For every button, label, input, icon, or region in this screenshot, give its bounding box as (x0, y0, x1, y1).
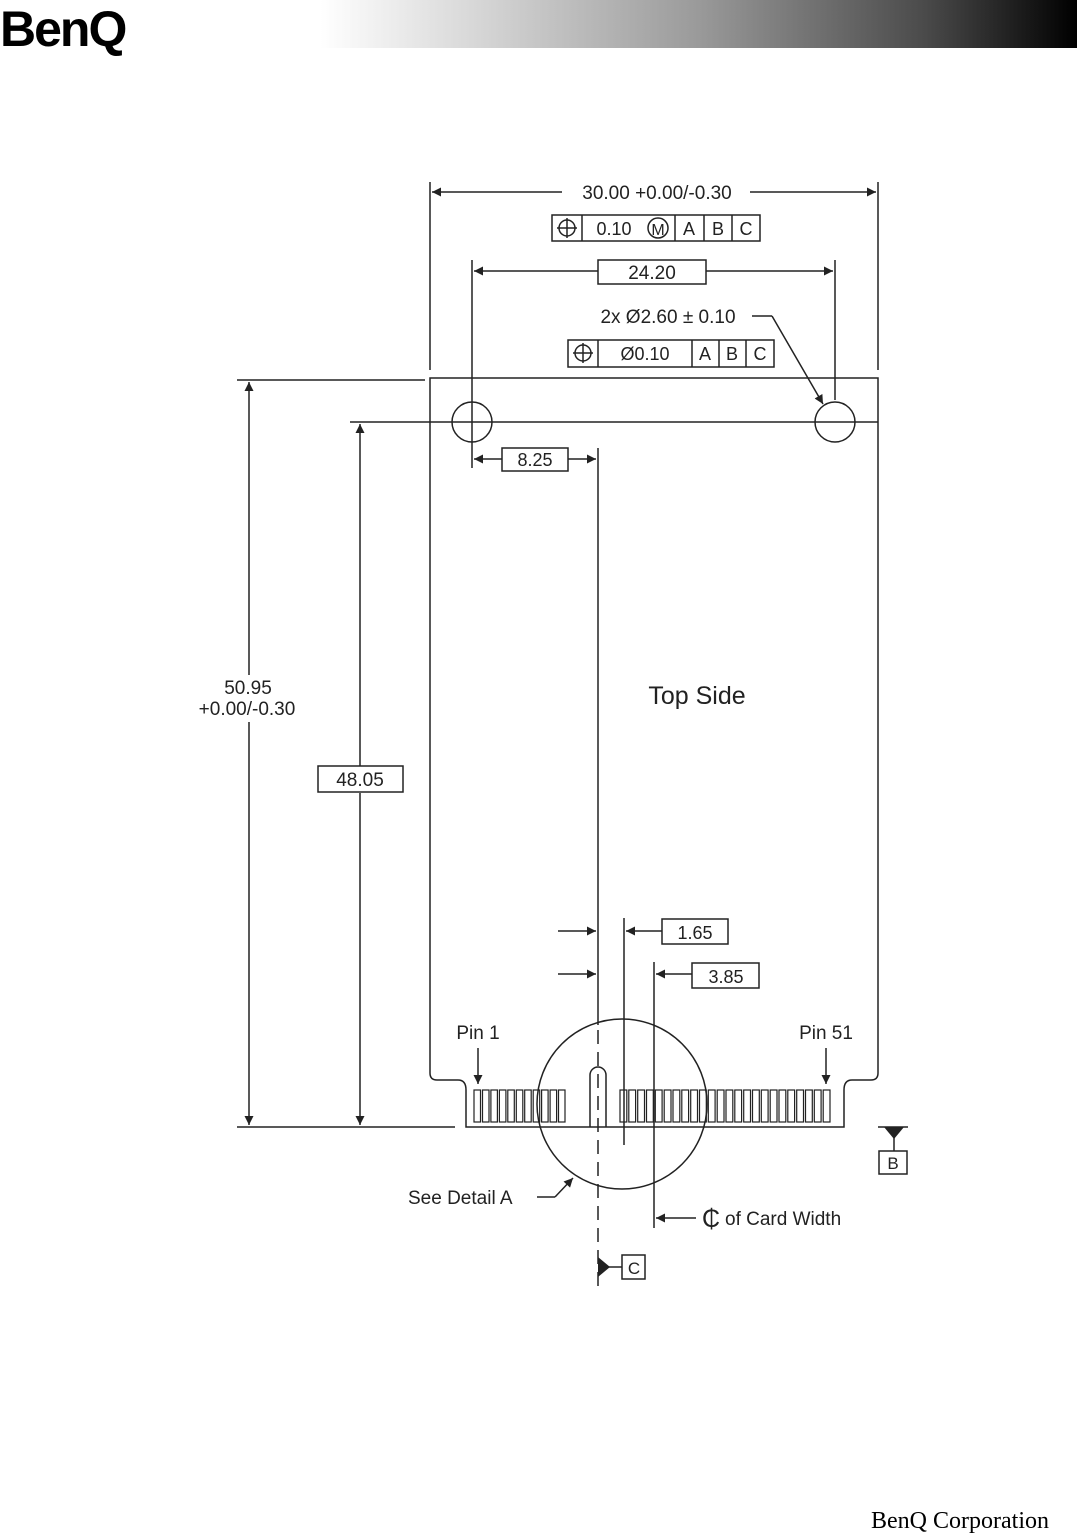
pin-contact (814, 1090, 821, 1122)
datum-b-label: B (887, 1154, 898, 1173)
hole-height-label: 48.05 (336, 770, 384, 791)
pin-contact (647, 1090, 654, 1122)
fcf-top-datum-c: C (740, 219, 753, 239)
side-label: Top Side (648, 682, 745, 710)
pin-contact (691, 1090, 698, 1122)
pin-contact (525, 1090, 532, 1122)
pin-contact (823, 1090, 830, 1122)
pin-contact (550, 1090, 557, 1122)
fcf-top-datum-a: A (683, 219, 695, 239)
fcf-holes-datum-a: A (699, 344, 711, 364)
hole-callout-label: 2x Ø2.60 ± 0.10 (600, 307, 735, 328)
pin-contact (797, 1090, 804, 1122)
pin-contact (542, 1090, 549, 1122)
edge-connector-pins (474, 1090, 830, 1122)
pin-contact (474, 1090, 481, 1122)
fcf-holes-tolerance: Ø0.10 (620, 344, 669, 364)
pin-contact (508, 1090, 515, 1122)
fcf-top-datum-b: B (712, 219, 724, 239)
pin-contact (753, 1090, 760, 1122)
pin-contact (682, 1090, 689, 1122)
pin-contact (664, 1090, 671, 1122)
pin-1-label: Pin 1 (456, 1023, 499, 1044)
overall-height-line1: 50.95 (224, 678, 272, 699)
pin-51-label: Pin 51 (799, 1023, 853, 1044)
datum-c-label: C (628, 1259, 640, 1278)
hole-spacing-label: 24.20 (628, 263, 676, 284)
centerline-symbol: ₵ (702, 1205, 720, 1233)
fcf-holes-datum-c: C (754, 344, 767, 364)
pin-contact (744, 1090, 751, 1122)
hole-offset-label: 8.25 (517, 450, 552, 470)
pin-contact (761, 1090, 768, 1122)
pin-contact (726, 1090, 733, 1122)
pin-contact (735, 1090, 742, 1122)
overall-height-line2: +0.00/-0.30 (199, 699, 296, 720)
dim-3-85-label: 3.85 (708, 967, 743, 987)
pin-contact (673, 1090, 680, 1122)
fcf-top-tolerance: 0.10 (596, 219, 631, 239)
see-detail-label: See Detail A (408, 1188, 513, 1209)
pin-contact (788, 1090, 795, 1122)
pin-contact (629, 1090, 636, 1122)
pin-contact (559, 1090, 566, 1122)
overall-width-label: 30.00 +0.00/-0.30 (582, 183, 732, 204)
fcf-holes-datum-b: B (726, 344, 738, 364)
pin-contact (779, 1090, 786, 1122)
pin-contact (516, 1090, 523, 1122)
pin-contact (770, 1090, 777, 1122)
footer-company: BenQ Corporation (871, 1508, 1049, 1535)
pin-contact (638, 1090, 645, 1122)
centerline-note: of Card Width (725, 1209, 841, 1230)
fcf-top-modifier: M (651, 222, 664, 239)
dim-1-65-label: 1.65 (677, 923, 712, 943)
pin-contact (483, 1090, 490, 1122)
pin-contact (708, 1090, 715, 1122)
pin-contact (491, 1090, 498, 1122)
pin-contact (499, 1090, 506, 1122)
pin-contact (806, 1090, 813, 1122)
pin-contact (717, 1090, 724, 1122)
pin-contact (655, 1090, 662, 1122)
